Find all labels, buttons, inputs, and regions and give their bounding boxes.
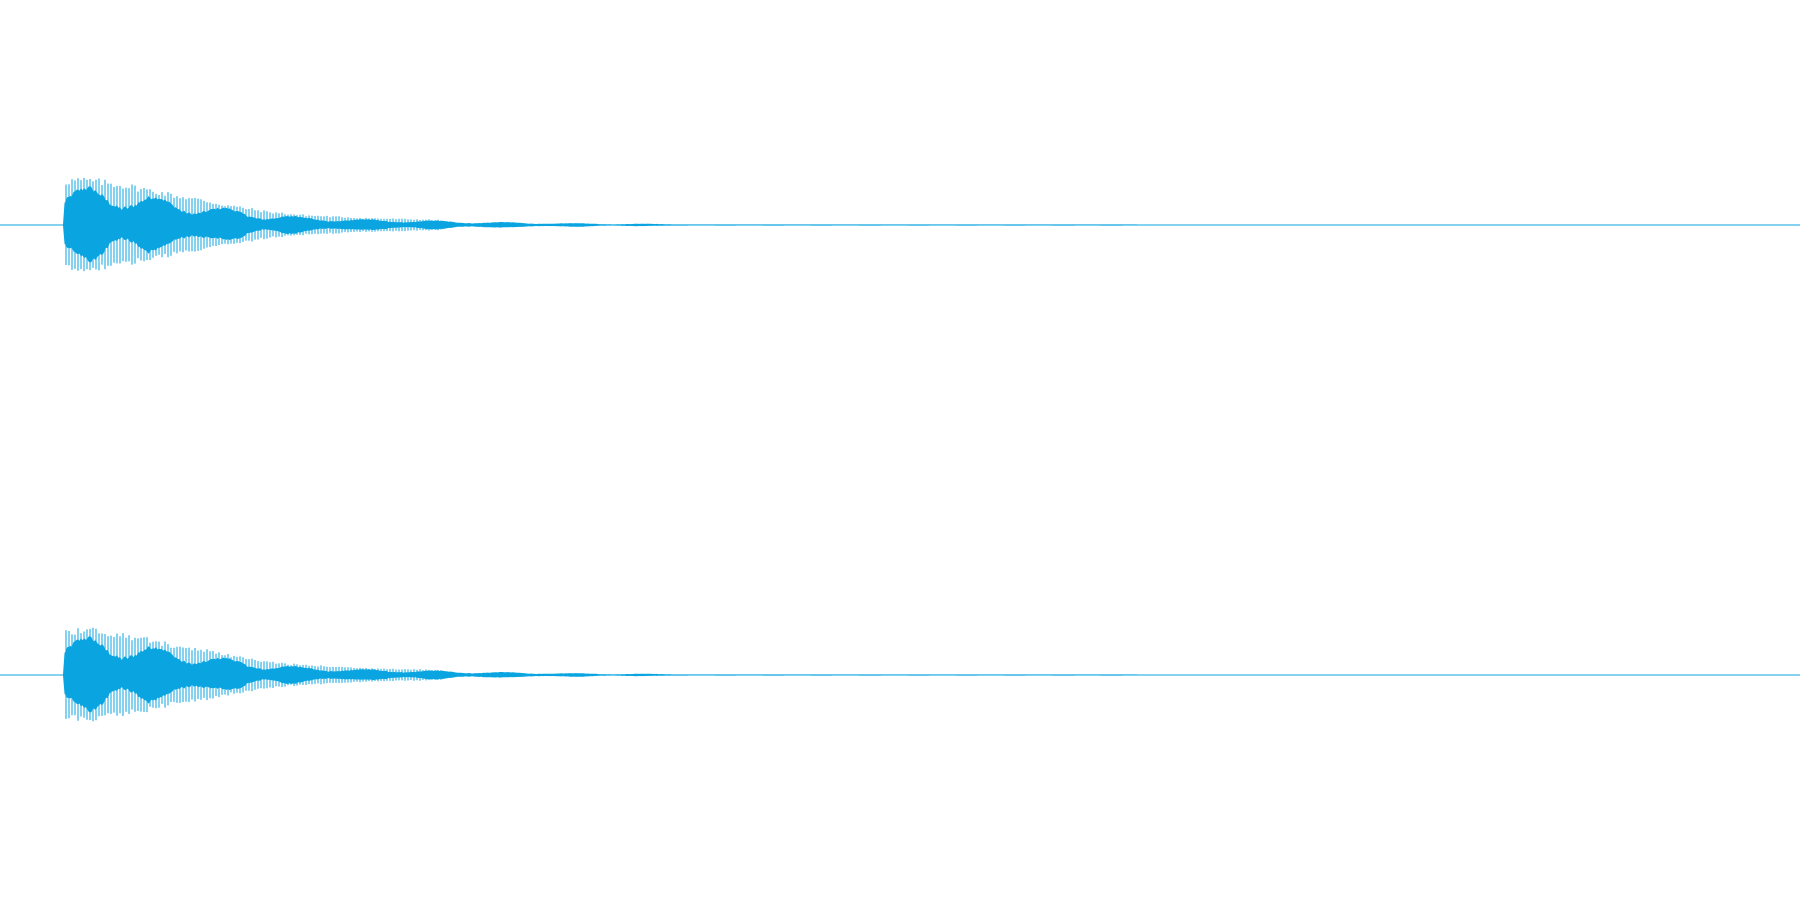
channel-2-waveform [63,636,1137,713]
channel-1[interactable] [0,177,1800,272]
channel-2-spikes [65,627,442,722]
channel-1-spikes [65,177,442,272]
channel-2[interactable] [0,627,1800,722]
channel-1-waveform [63,186,1137,263]
